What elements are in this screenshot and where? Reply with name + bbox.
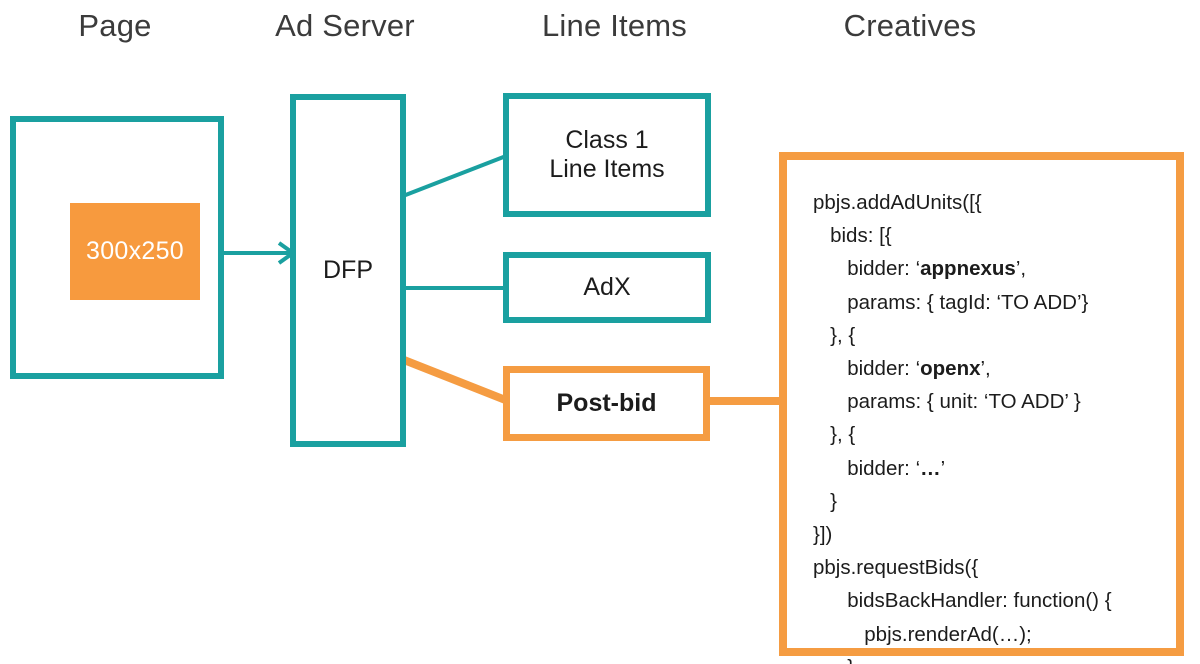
code-line: bidsBackHandler: function() { (847, 589, 1112, 613)
column-heading-creatives: Creatives (843, 8, 977, 43)
code-line: bids: [{ (830, 224, 892, 248)
creatives-code-panel[interactable]: pbjs.addAdUnits([{ bids: [{ bidder: ‘app… (779, 152, 1184, 664)
ad-slot-label: 300x250 (85, 237, 185, 265)
code-line: }, { (830, 423, 856, 447)
line-item-label: AdX (583, 272, 631, 301)
ad-slot-300x250[interactable]: 300x250 (70, 203, 200, 300)
code-line: pbjs.requestBids({ (813, 556, 979, 580)
code-line: }, { (830, 323, 856, 347)
code-line: params: { unit: ‘TO ADD’ } (847, 390, 1081, 414)
code-line: }]) (813, 523, 833, 547)
ad-server-box-dfp[interactable]: DFP (290, 94, 406, 447)
code-line: bidder: ‘appnexus’, (847, 257, 1027, 281)
line-item-box-adx[interactable]: AdX (503, 252, 711, 323)
code-line: bidder: ‘openx’, (847, 357, 991, 381)
code-line: pbjs.addAdUnits([{ (813, 191, 982, 214)
code-line: } (830, 489, 837, 513)
connector-dfp-to-class-1 (402, 154, 507, 198)
code-line: bidder: ‘…’ (847, 456, 946, 480)
line-item-box-post-bid[interactable]: Post-bid (503, 366, 710, 441)
code-line: pbjs.renderAd(…); (864, 622, 1032, 646)
column-heading-line-items: Line Items (541, 8, 687, 43)
connector-dfp-to-post-bid (402, 356, 510, 405)
code-line: } (813, 651, 1176, 664)
line-item-label: Post-bid (556, 388, 657, 417)
ad-server-label: DFP (323, 255, 373, 284)
creatives-code-listing: pbjs.addAdUnits([{ bids: [{ bidder: ‘app… (787, 160, 1176, 664)
column-heading-page: Page (78, 8, 152, 43)
code-line: params: { tagId: ‘TO ADD’} (847, 290, 1089, 314)
column-heading-ad-server: Ad Server (275, 8, 415, 43)
